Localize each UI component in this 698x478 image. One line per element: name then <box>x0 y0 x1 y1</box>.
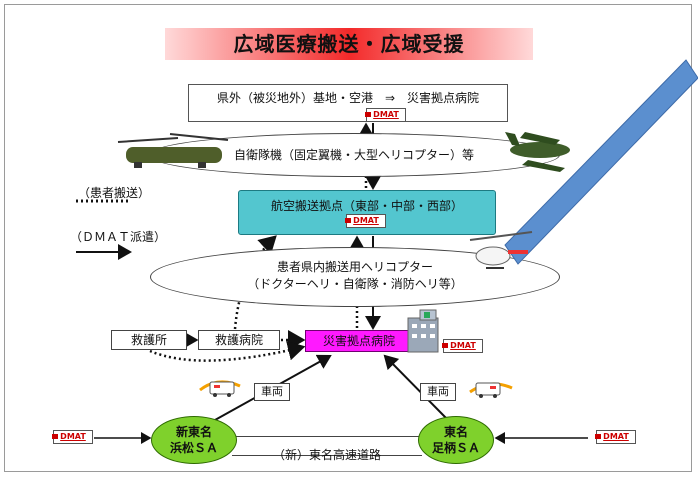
dmat-badge: DMAT <box>345 214 386 228</box>
sa-left-line1: 新東名 <box>175 425 212 439</box>
highlight-beam-shape <box>504 59 698 265</box>
patient-arrow-clinic-air-curve <box>233 235 277 330</box>
disaster-hospital-box: 災害拠点病院 <box>305 330 413 352</box>
hospital-building-icon <box>407 309 439 353</box>
dmat-badge: DMAT <box>52 430 93 444</box>
rescue-hospital-label: 救護病院 <box>214 333 263 347</box>
expressway-label: （新）東名高速道路 <box>272 448 381 462</box>
sa-left-line2: 浜松ＳＡ <box>169 441 218 455</box>
disaster-hospital-label: 災害拠点病院 <box>322 334 395 348</box>
chinook-helicopter-icon <box>117 133 229 168</box>
dmat-badge: DMAT <box>595 430 636 444</box>
page-title: 広域医療搬送・広域受援 <box>165 28 533 60</box>
sa-hamamatsu: 新東名 浜松ＳＡ <box>151 416 237 464</box>
ambulance-right-icon <box>469 382 513 398</box>
vehicle-right-box: 車両 <box>420 383 456 401</box>
patient-arrow-rescue-hosp-curve <box>149 340 306 362</box>
sa-right-line2: 足柄ＳＡ <box>431 441 480 455</box>
dmat-arrow-sa-right-hosp <box>383 354 449 421</box>
doctor-helicopter-icon <box>469 231 533 269</box>
legend-patient-label: （患者搬送） <box>78 186 151 200</box>
heli-label-line2: （ドクターヘリ・自衛隊・消防ヘリ等） <box>247 277 463 291</box>
outside-base-label: 県外（被災地外）基地・空港 ⇒ 災害拠点病院 <box>216 91 480 105</box>
expressway-road: （新）東名高速道路 <box>232 436 422 462</box>
sa-right-line1: 東名 <box>443 425 468 439</box>
vehicle-left-box: 車両 <box>254 383 290 401</box>
air-transport-base-box: 航空搬送拠点（東部・中部・西部） <box>238 190 496 235</box>
ambulance-left-icon <box>199 380 241 397</box>
air-transport-base-label: 航空搬送拠点（東部・中部・西部） <box>270 199 463 213</box>
sdf-aircraft-label: 自衛隊機（固定翼機・大型ヘリコプター）等 <box>233 148 474 162</box>
legend-dmat-label: （ＤＭＡＴ派遣） <box>70 230 167 244</box>
vehicle-right-label: 車両 <box>427 385 449 398</box>
vehicle-left-label: 車両 <box>261 385 283 398</box>
fixed-wing-aircraft-icon <box>505 132 570 172</box>
slide-frame <box>4 4 692 472</box>
rescue-station-label: 救護所 <box>130 333 167 347</box>
outside-base-box: 県外（被災地外）基地・空港 ⇒ 災害拠点病院 <box>188 84 508 122</box>
sa-ashigara: 東名 足柄ＳＡ <box>418 416 494 464</box>
dmat-badge: DMAT <box>442 339 483 353</box>
heli-label-line1: 患者県内搬送用ヘリコプター <box>276 260 433 274</box>
rescue-hospital-box: 救護病院 <box>198 330 280 350</box>
dmat-badge: DMAT <box>365 108 406 122</box>
rescue-station-box: 救護所 <box>111 330 187 350</box>
